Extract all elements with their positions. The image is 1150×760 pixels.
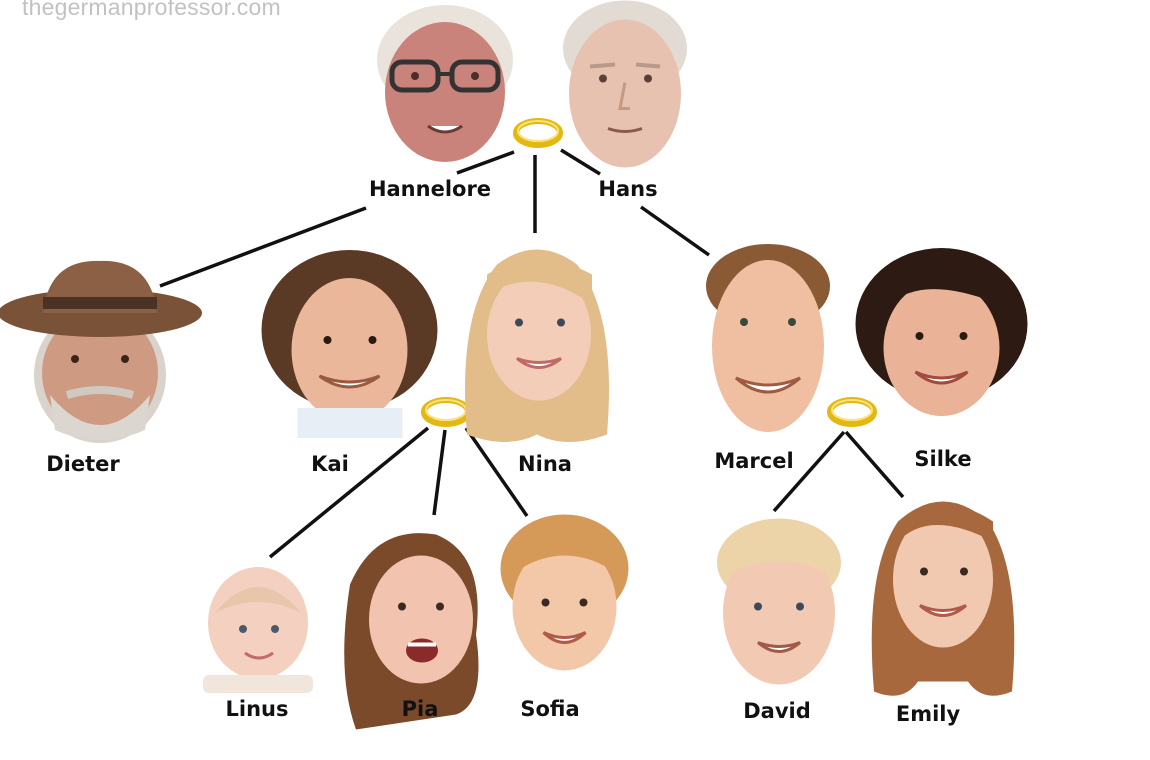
elderly-woman-face-icon [377, 5, 513, 162]
man-with-hat-face-icon [0, 260, 202, 443]
baby-face-icon [203, 567, 313, 693]
connector-kai-nina-linus [268, 426, 430, 559]
blond-boy-face-icon [717, 518, 841, 685]
teen-girl-face-icon [871, 501, 1015, 696]
connector-grandparents-marcel [639, 205, 711, 257]
name-label-david: David [743, 699, 811, 723]
name-label-kai: Kai [311, 452, 349, 476]
name-label-linus: Linus [225, 697, 289, 721]
connector-ring-hans [560, 148, 601, 176]
site-watermark: thegermanprofessor.com [22, 0, 281, 20]
curly-haired-man-face-icon [261, 250, 438, 438]
dark-haired-woman-face-icon [855, 248, 1028, 416]
connector-grandparents-dieter [159, 206, 367, 288]
name-label-silke: Silke [914, 447, 972, 471]
wedding-ring-icon [513, 118, 563, 148]
girl-face-icon [344, 533, 479, 730]
name-label-sofia: Sofia [520, 697, 580, 721]
name-label-marcel: Marcel [714, 449, 794, 473]
wedding-ring-icon [827, 397, 877, 427]
girl-face-icon [500, 514, 629, 671]
name-label-hannelore: Hannelore [368, 177, 492, 201]
connector-marcel-silke-emily [844, 430, 905, 499]
blonde-woman-face-icon [465, 249, 609, 442]
name-label-emily: Emily [895, 702, 961, 726]
connector-kai-nina-pia [432, 429, 447, 516]
name-label-dieter: Dieter [46, 452, 120, 476]
elderly-man-face-icon [563, 0, 687, 168]
connector-hannelore-ring [456, 150, 515, 175]
connector-marcel-silke-david [772, 430, 846, 513]
connector-kai-nina-sofia [464, 427, 529, 517]
man-face-icon [706, 244, 830, 432]
name-label-pia: Pia [401, 697, 439, 721]
name-label-nina: Nina [518, 452, 572, 476]
name-label-hans: Hans [598, 177, 658, 201]
